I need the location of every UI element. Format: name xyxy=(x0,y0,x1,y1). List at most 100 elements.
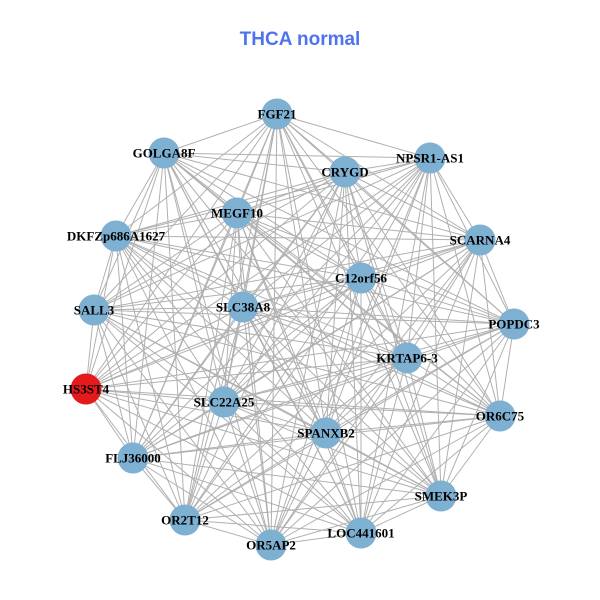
node-circle[interactable] xyxy=(425,480,457,512)
edge-MEGF10-LOC441601 xyxy=(236,212,362,534)
edge-FGF21-HS3ST4 xyxy=(85,113,278,390)
node-DKFZp686A1627[interactable]: DKFZp686A1627 xyxy=(67,220,166,252)
edge-SCARNA4-OR5AP2 xyxy=(270,239,481,546)
node-FLJ36000[interactable]: FLJ36000 xyxy=(105,442,161,474)
edge-SCARNA4-OR2T12 xyxy=(184,239,481,521)
node-circle[interactable] xyxy=(345,262,377,294)
node-CRYGD[interactable]: CRYGD xyxy=(321,156,369,188)
edge-SCARNA4-SALL3 xyxy=(93,239,481,311)
node-SPANXB2[interactable]: SPANXB2 xyxy=(297,417,355,449)
node-circle[interactable] xyxy=(391,342,423,374)
node-OR5AP2[interactable]: OR5AP2 xyxy=(246,529,296,561)
edge-SALL3-SLC22A25 xyxy=(93,309,225,403)
node-circle[interactable] xyxy=(117,442,149,474)
edge-GOLGA8F-SLC22A25 xyxy=(163,152,225,403)
edge-SLC38A8-OR5AP2 xyxy=(242,306,272,546)
edge-MEGF10-SCARNA4 xyxy=(236,212,481,241)
edge-FLJ36000-SMEK3P xyxy=(132,457,442,497)
edge-SCARNA4-SPANXB2 xyxy=(325,239,481,434)
node-POPDC3[interactable]: POPDC3 xyxy=(488,308,540,340)
edge-C12orf56-SMEK3P xyxy=(360,277,442,497)
node-circle[interactable] xyxy=(498,308,530,340)
edge-HS3ST4-SLC22A25 xyxy=(85,388,225,403)
edge-SLC22A25-SMEK3P xyxy=(223,401,442,497)
node-circle[interactable] xyxy=(310,417,342,449)
node-circle[interactable] xyxy=(227,291,259,323)
node-SLC22A25[interactable]: SLC22A25 xyxy=(194,386,255,418)
edge-MEGF10-SALL3 xyxy=(93,212,238,311)
edge-CRYGD-OR2T12 xyxy=(184,171,346,521)
chart-title: THCA normal xyxy=(239,29,361,50)
node-label: GOLGA8F xyxy=(133,146,196,161)
edge-NPSR1-AS1-C12orf56 xyxy=(360,157,431,279)
edge-SLC22A25-OR5AP2 xyxy=(223,401,272,546)
edge-MEGF10-DKFZp686A1627 xyxy=(115,212,238,237)
edge-DKFZp686A1627-OR5AP2 xyxy=(115,235,272,546)
node-SLC38A8[interactable]: SLC38A8 xyxy=(216,291,271,323)
node-circle[interactable] xyxy=(464,224,496,256)
node-GOLGA8F[interactable]: GOLGA8F xyxy=(133,137,196,169)
edge-SLC38A8-POPDC3 xyxy=(242,306,515,325)
edge-POPDC3-LOC441601 xyxy=(360,323,515,534)
node-FGF21[interactable]: FGF21 xyxy=(258,98,297,130)
node-circle[interactable] xyxy=(261,98,293,130)
edge-NPSR1-AS1-KRTAP6-3 xyxy=(406,157,431,359)
edge-HS3ST4-SMEK3P xyxy=(85,388,442,497)
node-circle[interactable] xyxy=(345,517,377,549)
node-NPSR1-AS1[interactable]: NPSR1-AS1 xyxy=(396,142,464,174)
node-circle[interactable] xyxy=(255,529,287,561)
edge-NPSR1-AS1-FLJ36000 xyxy=(132,157,431,459)
node-MEGF10[interactable]: MEGF10 xyxy=(211,197,263,229)
node-label: OR6C75 xyxy=(476,409,525,424)
edge-POPDC3-FLJ36000 xyxy=(132,323,515,459)
node-OR2T12[interactable]: OR2T12 xyxy=(161,504,209,536)
node-KRTAP6-3[interactable]: KRTAP6-3 xyxy=(376,342,438,374)
edge-FGF21-NPSR1-AS1 xyxy=(276,113,431,159)
node-label: POPDC3 xyxy=(488,317,540,332)
edge-NPSR1-AS1-SCARNA4 xyxy=(429,157,481,241)
edge-SCARNA4-LOC441601 xyxy=(360,239,481,534)
node-circle[interactable] xyxy=(221,197,253,229)
edge-SALL3-KRTAP6-3 xyxy=(93,309,408,359)
edge-HS3ST4-SPANXB2 xyxy=(85,388,327,434)
node-circle[interactable] xyxy=(414,142,446,174)
edge-MEGF10-SLC38A8 xyxy=(236,212,244,308)
edge-NPSR1-AS1-SLC38A8 xyxy=(242,157,431,308)
node-circle[interactable] xyxy=(100,220,132,252)
node-circle[interactable] xyxy=(70,373,102,405)
edge-KRTAP6-3-SLC22A25 xyxy=(223,357,408,403)
edge-POPDC3-OR6C75 xyxy=(499,323,515,417)
node-SMEK3P[interactable]: SMEK3P xyxy=(415,480,468,512)
edge-C12orf56-OR6C75 xyxy=(360,277,501,417)
edge-POPDC3-HS3ST4 xyxy=(85,323,515,390)
node-circle[interactable] xyxy=(148,137,180,169)
node-label: MEGF10 xyxy=(211,206,263,221)
edge-HS3ST4-OR5AP2 xyxy=(85,388,272,546)
node-label: HS3ST4 xyxy=(63,382,110,397)
node-SCARNA4[interactable]: SCARNA4 xyxy=(450,224,511,256)
node-label: KRTAP6-3 xyxy=(376,351,438,366)
node-OR6C75[interactable]: OR6C75 xyxy=(476,400,525,432)
edge-DKFZp686A1627-C12orf56 xyxy=(115,235,362,279)
node-HS3ST4[interactable]: HS3ST4 xyxy=(63,373,110,405)
edge-NPSR1-AS1-SLC22A25 xyxy=(223,157,431,403)
edge-MEGF10-OR5AP2 xyxy=(236,212,272,546)
edge-GOLGA8F-OR2T12 xyxy=(163,152,186,521)
node-label: FLJ36000 xyxy=(105,451,161,466)
edge-SLC22A25-OR2T12 xyxy=(184,401,225,521)
edge-CRYGD-HS3ST4 xyxy=(85,171,346,390)
edge-DKFZp686A1627-OR2T12 xyxy=(115,235,186,521)
node-LOC441601[interactable]: LOC441601 xyxy=(327,517,395,549)
node-label: SCARNA4 xyxy=(450,233,511,248)
edge-FGF21-OR6C75 xyxy=(276,113,501,417)
node-SALL3[interactable]: SALL3 xyxy=(74,294,115,326)
node-C12orf56[interactable]: C12orf56 xyxy=(335,262,387,294)
edge-DKFZp686A1627-LOC441601 xyxy=(115,235,362,534)
node-circle[interactable] xyxy=(169,504,201,536)
node-circle[interactable] xyxy=(78,294,110,326)
node-circle[interactable] xyxy=(484,400,516,432)
node-circle[interactable] xyxy=(329,156,361,188)
edge-DKFZp686A1627-SMEK3P xyxy=(115,235,442,497)
node-circle[interactable] xyxy=(208,386,240,418)
